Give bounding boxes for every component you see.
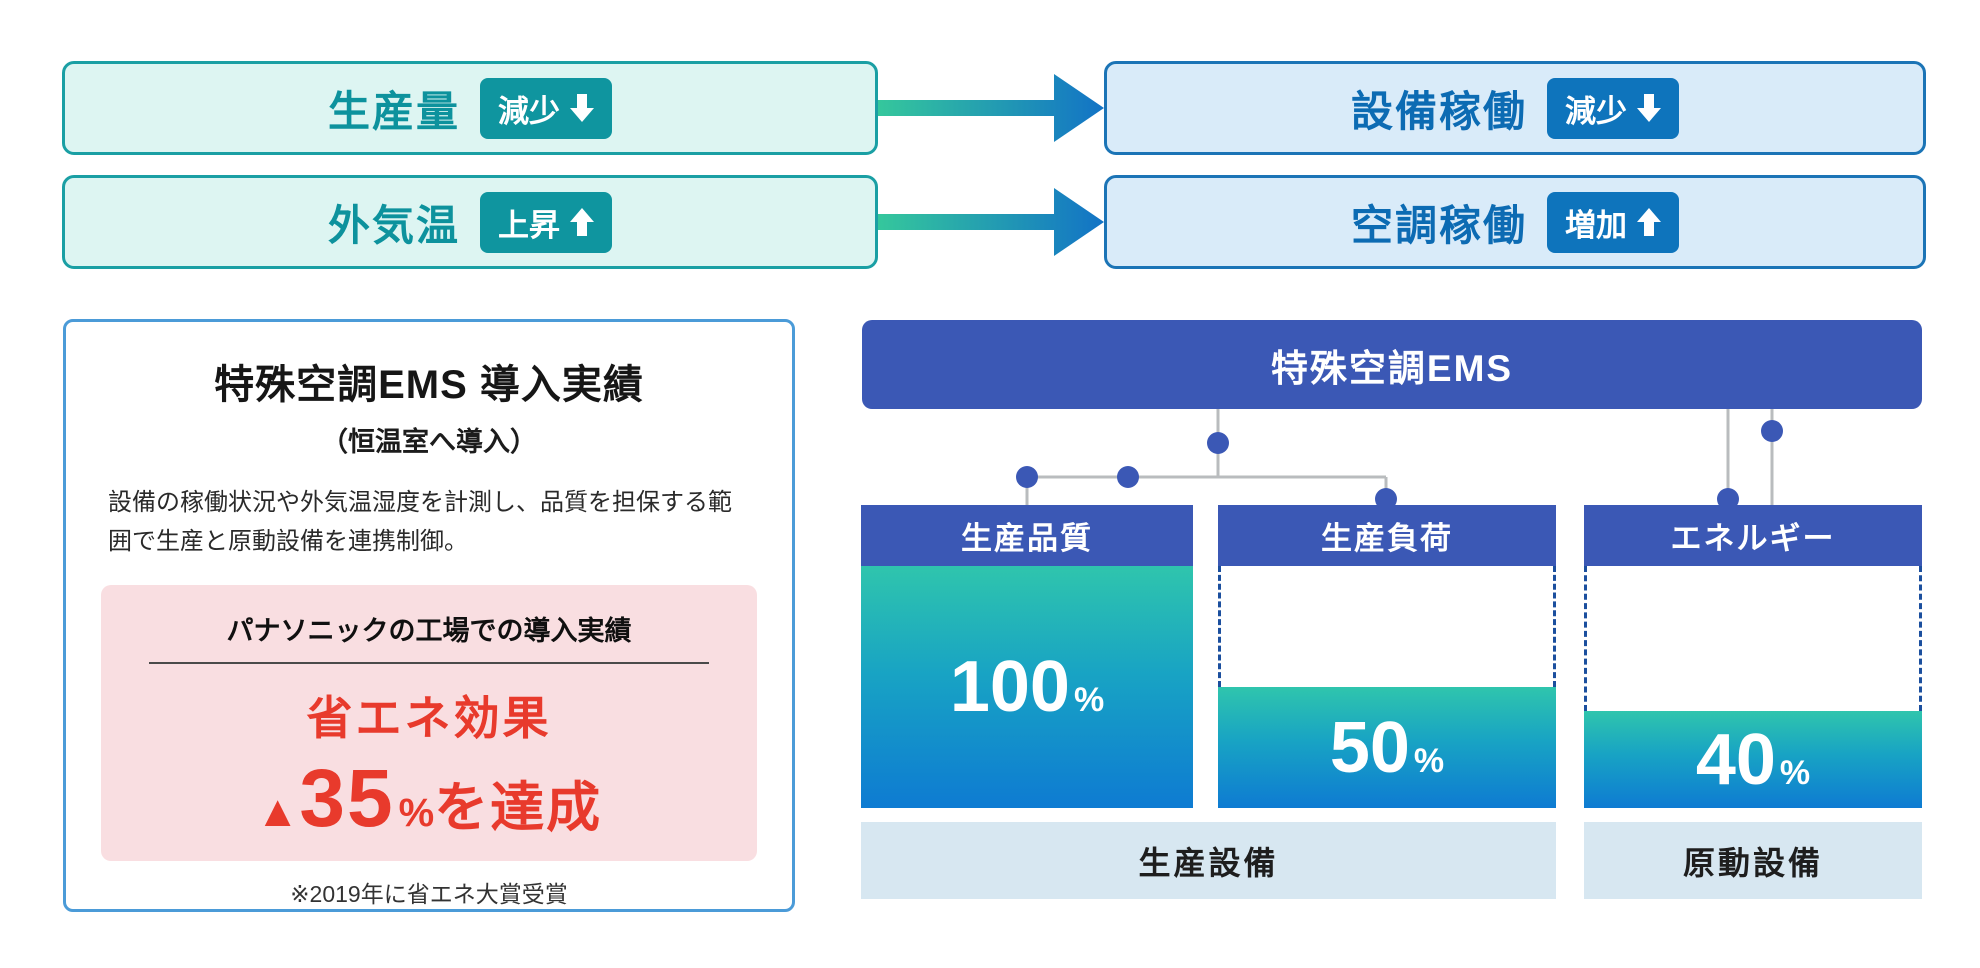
percentage-value: 100 %	[950, 646, 1104, 728]
flow-box-outside-temperature: 外気温 上昇	[62, 175, 878, 269]
column-empty-area	[1584, 566, 1922, 712]
achievement-value: ▲ 35 % を達成	[101, 752, 757, 846]
flow-box-equipment-operation: 設備稼働 減少	[1104, 61, 1926, 155]
group-label-utility-equipment: 原動設備	[1584, 822, 1922, 899]
percentage-value: 40 %	[1696, 719, 1810, 801]
connector-lines	[1016, 409, 1783, 510]
card-description-line: 設備の稼働状況や外気温湿度を計測し、品質を担保する範	[108, 489, 732, 516]
flow-box-label: 空調稼働	[1350, 201, 1527, 249]
column-body: 50 %	[1218, 566, 1556, 808]
connector-dot	[1117, 466, 1139, 488]
ems-column-production-load: 生産負荷 50 %	[1218, 505, 1556, 808]
ems-column-production-quality: 生産品質 100 %	[861, 505, 1193, 808]
card-subtitle: （恒温室へ導入）	[321, 427, 537, 457]
percentage-unit: %	[1779, 753, 1811, 792]
trend-badge-label: 増加	[1565, 207, 1627, 243]
trend-badge: 上昇	[480, 191, 612, 253]
column-header: 生産負荷	[1218, 505, 1556, 566]
percentage-value: 50 %	[1330, 707, 1444, 789]
trend-badge-label: 減少	[498, 93, 560, 129]
percentage-unit: %	[1073, 681, 1105, 719]
arrow-down-icon	[1637, 94, 1661, 122]
trend-badge-label: 上昇	[498, 207, 560, 243]
arrow-up-icon	[1637, 208, 1661, 236]
percentage-number: 100	[949, 647, 1070, 727]
triangle-icon: ▲	[255, 787, 300, 836]
arrow-down-icon	[570, 94, 594, 122]
achievement-number: 35	[299, 753, 395, 844]
percentage-number: 50	[1329, 707, 1410, 788]
column-fill-bar: 40 %	[1584, 711, 1922, 808]
connector-dot	[1207, 432, 1229, 454]
flow-box-hvac-operation: 空調稼働 増加	[1104, 175, 1926, 269]
effect-label: 省エネ効果	[306, 692, 552, 744]
divider	[149, 662, 709, 664]
achievement-suffix: を達成	[434, 778, 603, 838]
highlight-panel: パナソニックの工場での導入実績 省エネ効果 ▲ 35 % を達成	[101, 585, 757, 861]
highlight-header: パナソニックの工場での導入実績	[226, 616, 632, 646]
flow-box-label: 外気温	[327, 201, 460, 249]
flow-arrow-icon	[878, 188, 1104, 256]
trend-badge: 減少	[1547, 77, 1679, 139]
flow-box-production-volume: 生産量 減少	[62, 61, 878, 155]
flow-box-label: 設備稼働	[1350, 87, 1527, 135]
ems-results-card: 特殊空調EMS 導入実績 （恒温室へ導入） 設備の稼働状況や外気温湿度を計測し、…	[63, 319, 795, 912]
column-fill-bar: 50 %	[1218, 687, 1556, 808]
connector-dot	[1717, 488, 1739, 510]
group-label: 生産設備	[1138, 844, 1279, 881]
flow-box-label: 生産量	[327, 87, 460, 135]
column-header: 生産品質	[861, 505, 1193, 566]
percent-sign: %	[398, 791, 435, 835]
trend-badge: 減少	[480, 77, 612, 139]
group-label-production-equipment: 生産設備	[861, 822, 1556, 899]
column-body: 100 %	[861, 566, 1193, 808]
column-body: 40 %	[1584, 566, 1922, 808]
card-title: 特殊空調EMS 導入実績	[214, 363, 644, 407]
card-description: 設備の稼働状況や外気温湿度を計測し、品質を担保する範 囲で生産と原動設備を連携制…	[108, 483, 752, 561]
ems-title-bar: 特殊空調EMS	[862, 320, 1922, 409]
ems-column-energy: エネルギー 40 %	[1584, 505, 1922, 808]
trend-badge-label: 減少	[1565, 93, 1627, 129]
arrow-up-icon	[570, 208, 594, 236]
column-empty-area	[1218, 566, 1556, 687]
flow-arrow-icon	[878, 74, 1104, 142]
group-label: 原動設備	[1682, 844, 1823, 881]
percentage-number: 40	[1695, 719, 1776, 800]
card-description-line: 囲で生産と原動設備を連携制御。	[108, 528, 468, 555]
percentage-unit: %	[1413, 741, 1445, 780]
connector-dot	[1375, 488, 1397, 510]
footnote: ※2019年に省エネ大賞受賞	[290, 881, 568, 907]
connector-dot	[1016, 466, 1038, 488]
column-header: エネルギー	[1584, 505, 1922, 566]
trend-badge: 増加	[1547, 191, 1679, 253]
ems-title: 特殊空調EMS	[1270, 347, 1514, 389]
connector-dot	[1761, 420, 1783, 442]
column-fill-bar: 100 %	[861, 566, 1193, 808]
